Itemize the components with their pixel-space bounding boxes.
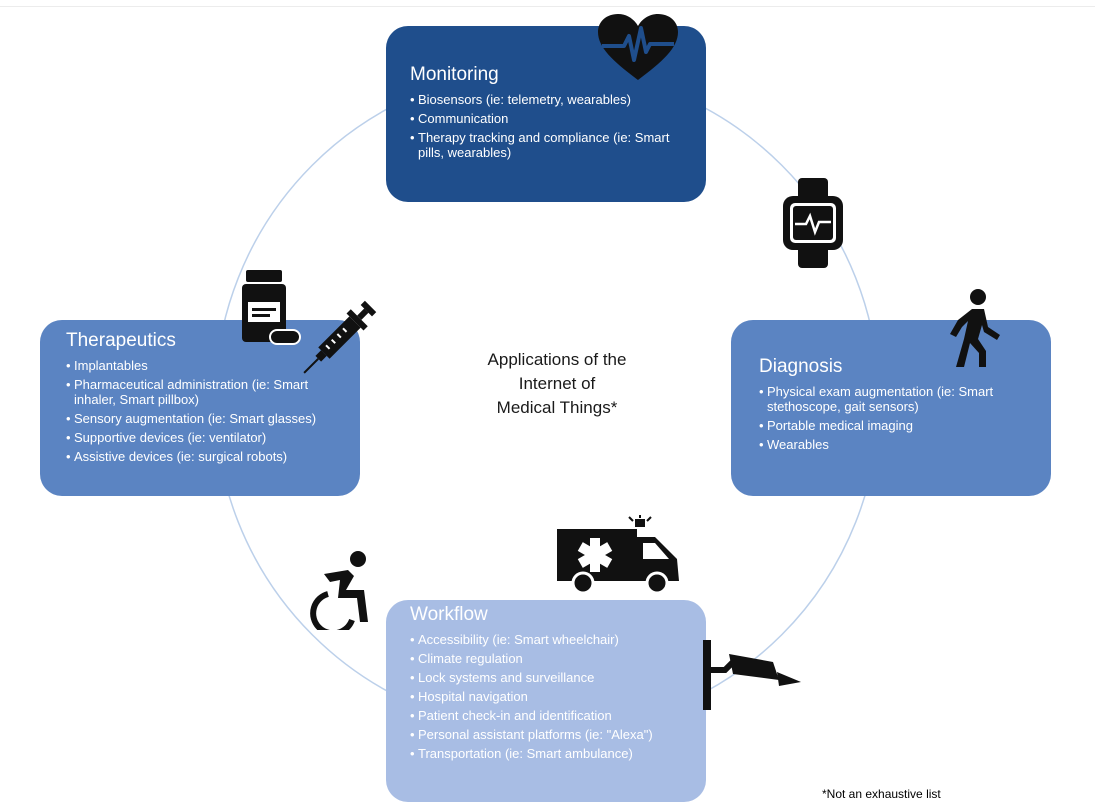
- list-item: Supportive devices (ie: ventilator): [66, 430, 350, 445]
- center-title-line2: Internet of: [518, 374, 596, 393]
- list-item: Pharmaceutical administration (ie: Smart…: [66, 377, 350, 407]
- center-title: Applications of the Internet of Medical …: [452, 348, 662, 420]
- syringe-icon: [303, 300, 377, 374]
- center-title-line3: Medical Things*: [496, 398, 618, 417]
- pill-bottle-icon: [242, 270, 301, 345]
- diagnosis-box: Diagnosis Physical exam augmentation (ie…: [731, 320, 1051, 496]
- monitoring-list: Biosensors (ie: telemetry, wearables) Co…: [410, 92, 696, 160]
- center-title-line1: Applications of the: [487, 350, 627, 369]
- workflow-title: Workflow: [410, 604, 488, 625]
- list-item: Biosensors (ie: telemetry, wearables): [410, 92, 696, 107]
- workflow-list: Accessibility (ie: Smart wheelchair) Cli…: [410, 632, 696, 761]
- list-item: Personal assistant platforms (ie: "Alexa…: [410, 727, 696, 742]
- list-item: Accessibility (ie: Smart wheelchair): [410, 632, 696, 647]
- list-item: Communication: [410, 111, 696, 126]
- diagnosis-list: Physical exam augmentation (ie: Smart st…: [759, 384, 1041, 452]
- heart-pulse-icon: [598, 14, 678, 80]
- wheelchair-icon: [310, 551, 368, 630]
- therapeutics-list: Implantables Pharmaceutical administrati…: [66, 358, 350, 464]
- ambulance-icon: [557, 515, 679, 595]
- monitoring-title: Monitoring: [410, 64, 499, 85]
- list-item: Hospital navigation: [410, 689, 696, 704]
- footnote: *Not an exhaustive list: [822, 787, 941, 801]
- diagnosis-title: Diagnosis: [759, 356, 843, 377]
- walking-person-icon: [950, 289, 1000, 367]
- monitoring-box: Monitoring Biosensors (ie: telemetry, we…: [386, 26, 706, 202]
- list-item: Physical exam augmentation (ie: Smart st…: [759, 384, 1041, 414]
- list-item: Transportation (ie: Smart ambulance): [410, 746, 696, 761]
- list-item: Portable medical imaging: [759, 418, 1041, 433]
- list-item: Wearables: [759, 437, 1041, 452]
- therapeutics-box: Therapeutics Implantables Pharmaceutical…: [40, 320, 360, 496]
- list-item: Patient check-in and identification: [410, 708, 696, 723]
- list-item: Lock systems and surveillance: [410, 670, 696, 685]
- list-item: Sensory augmentation (ie: Smart glasses): [66, 411, 350, 426]
- list-item: Implantables: [66, 358, 350, 373]
- top-border: [0, 6, 1095, 7]
- list-item: Therapy tracking and compliance (ie: Sma…: [410, 130, 696, 160]
- security-camera-icon: [703, 640, 801, 710]
- workflow-box: Workflow Accessibility (ie: Smart wheelc…: [386, 600, 706, 802]
- list-item: Climate regulation: [410, 651, 696, 666]
- smartwatch-icon: [783, 178, 843, 268]
- therapeutics-title: Therapeutics: [66, 330, 176, 351]
- list-item: Assistive devices (ie: surgical robots): [66, 449, 350, 464]
